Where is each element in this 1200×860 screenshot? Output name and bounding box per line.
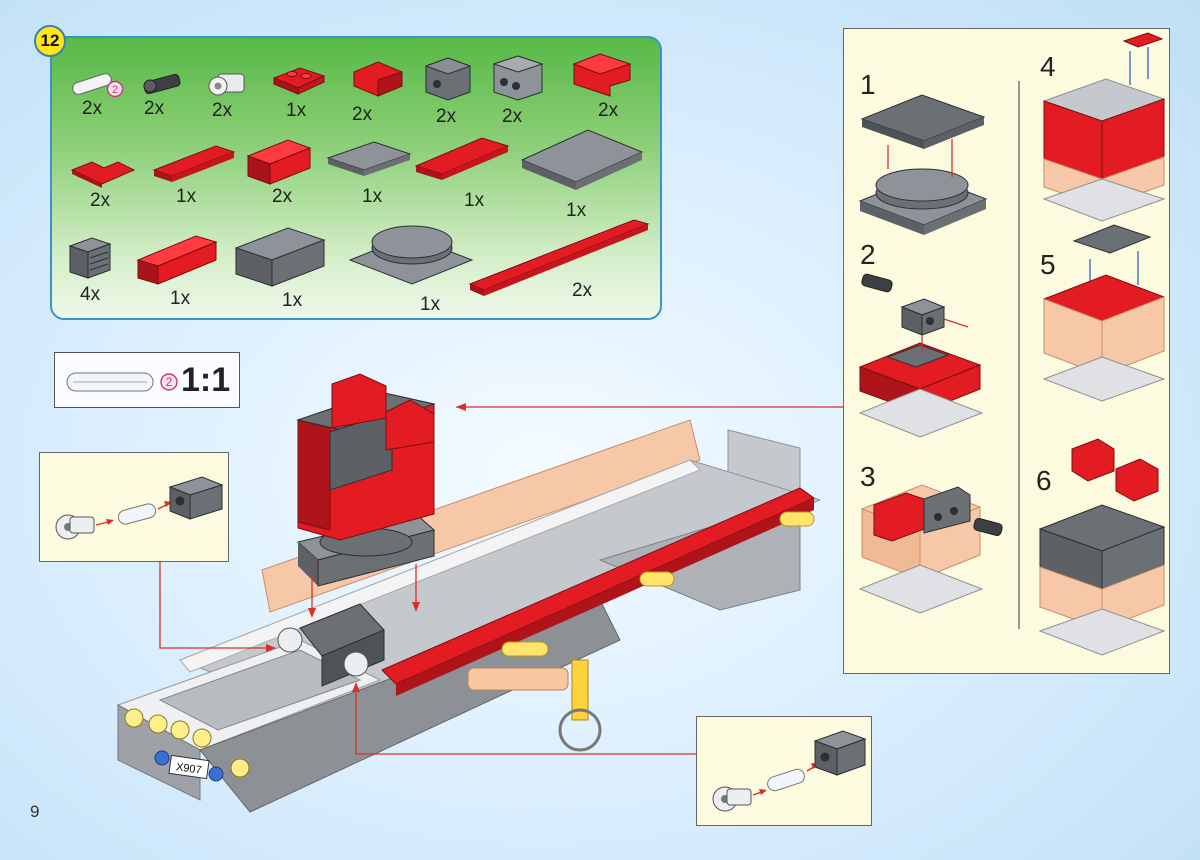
part-qty: 1x xyxy=(362,186,383,207)
part-qty: 1x xyxy=(176,186,197,207)
red-brick-1x4-icon xyxy=(136,235,218,285)
parts-list-panel: 2 2x 2x 2x 1x 2x 2x 2x 2x xyxy=(50,36,662,320)
license-plate-text: X907 xyxy=(175,761,202,776)
red-corner-brick-icon xyxy=(572,53,632,97)
part-qty: 2x xyxy=(272,186,293,207)
red-brick-2x3-icon xyxy=(246,139,312,185)
sub-step-number: 4 xyxy=(1040,51,1056,82)
axle-actual-size-icon xyxy=(66,372,154,392)
part-qty: 2x xyxy=(502,106,523,127)
part-marker-icon: 2 xyxy=(160,373,178,391)
sub-step-number: 1 xyxy=(860,69,876,100)
gray-turntable-icon xyxy=(348,225,474,285)
part-qty: 2x xyxy=(144,98,165,119)
gray-plate-6x6-icon xyxy=(520,129,644,190)
sub-step-number: 3 xyxy=(860,461,876,492)
left-callout-box xyxy=(39,452,229,562)
gray-technic-brick-icon xyxy=(424,57,472,101)
step-number-badge: 12 xyxy=(34,25,66,57)
sub-step-number: 5 xyxy=(1040,249,1056,280)
part-qty: 2x xyxy=(82,98,103,119)
gray-plate-2x4-icon xyxy=(326,141,412,176)
sub-steps-panel: 1 2 3 4 5 6 xyxy=(843,28,1170,674)
axle-connector-callout-icon xyxy=(55,476,224,540)
red-corner-plate-icon xyxy=(70,161,136,188)
bottom-callout-box xyxy=(696,716,872,826)
sub-steps-illustration xyxy=(858,32,1166,656)
axle-connector-callout-icon xyxy=(712,730,867,812)
part-qty: 2x xyxy=(598,100,619,121)
sub-step-number: 6 xyxy=(1036,465,1052,496)
axle-scale-box: 2 1:1 xyxy=(54,352,240,408)
part-marker-icon: 2 xyxy=(106,80,124,98)
red-hinge-plate-icon xyxy=(272,67,326,95)
part-qty: 1x xyxy=(566,200,587,221)
red-slope-brick-icon xyxy=(353,61,403,97)
pin-connector-icon xyxy=(143,73,181,95)
part-qty: 2x xyxy=(90,190,111,211)
red-plate-1x4-icon xyxy=(152,145,236,182)
part-qty: 1x xyxy=(464,190,485,211)
red-plate-2x6-icon xyxy=(414,137,510,180)
part-qty: 2x xyxy=(436,106,457,127)
gray-grille-brick-icon xyxy=(68,237,112,279)
part-qty: 4x xyxy=(80,284,101,305)
axle-connector-icon xyxy=(208,73,245,96)
gray-brick-2x4-icon xyxy=(234,227,326,287)
red-plate-1x12-icon xyxy=(468,219,650,296)
scale-ratio: 1:1 xyxy=(181,361,231,399)
part-qty: 1x xyxy=(170,288,191,309)
part-qty: 1x xyxy=(420,294,441,315)
part-qty: 2x xyxy=(352,104,373,125)
svg-text:2: 2 xyxy=(112,84,118,96)
page-number: 9 xyxy=(30,802,40,821)
axle-icon xyxy=(72,73,112,95)
part-qty: 1x xyxy=(282,290,303,311)
gray-technic-brick-2-icon xyxy=(492,55,544,101)
part-qty: 1x xyxy=(286,100,307,121)
sub-step-number: 2 xyxy=(860,239,876,270)
svg-text:2: 2 xyxy=(166,375,173,389)
part-qty: 2x xyxy=(212,100,233,121)
part-qty: 2x xyxy=(572,280,593,301)
